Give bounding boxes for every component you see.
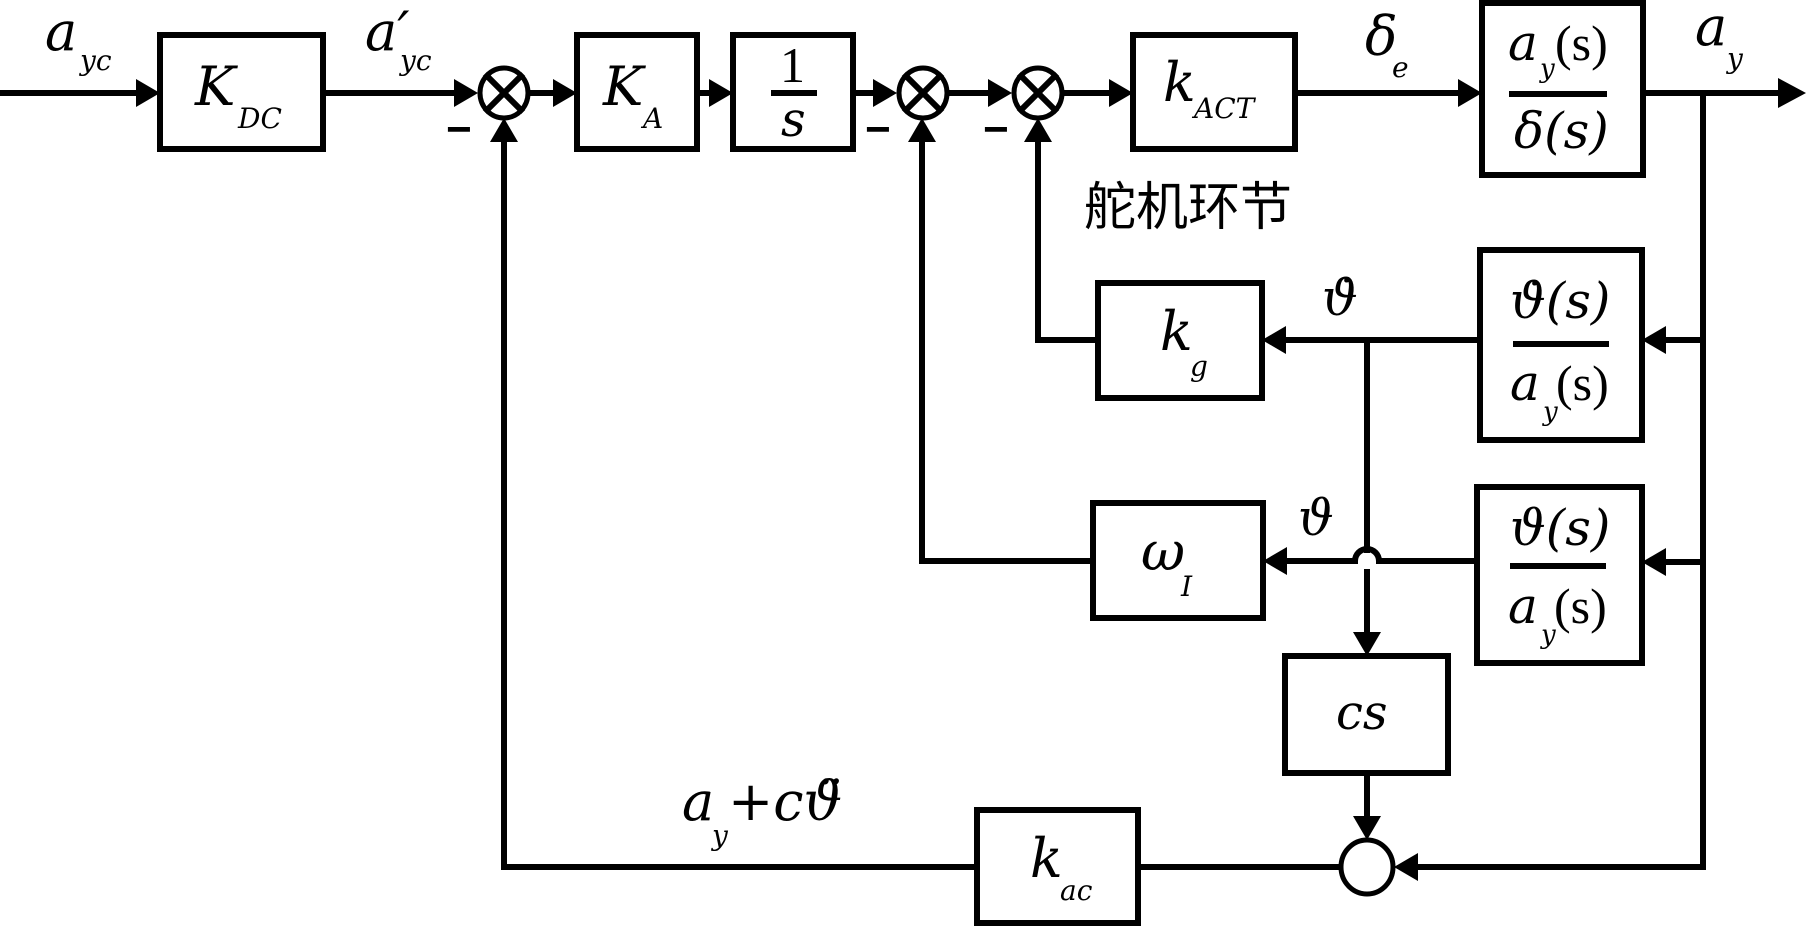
fb-accel-main: a xyxy=(682,770,714,833)
block-integrator: 1 s xyxy=(730,32,856,152)
forward-arrowheads xyxy=(136,78,1806,108)
kac-sub: ac xyxy=(1060,874,1093,907)
arrowhead xyxy=(1458,79,1482,107)
minus-sign-sum3: − xyxy=(983,105,1009,154)
plant-den: δ(s) xyxy=(1514,102,1609,160)
omega-main: ω xyxy=(1141,520,1185,583)
block-plant: a y (s) δ(s) xyxy=(1479,0,1646,178)
arrowhead xyxy=(553,79,577,107)
summing-junction-2 xyxy=(896,65,950,121)
summing-junction-3 xyxy=(1011,65,1065,121)
wire-omega-sum2 xyxy=(919,137,1096,564)
feedback-wires xyxy=(501,90,1706,870)
block-rate-tf: ϑ̇(s) a y (s) xyxy=(1477,247,1645,443)
kdc-main: K xyxy=(194,55,238,118)
block-kact: k ACT xyxy=(1130,32,1298,152)
omega-sub: I xyxy=(1180,570,1193,603)
angletf-den-sub: y xyxy=(1540,620,1556,650)
input-sub: yc xyxy=(78,44,112,77)
minus-sign-sum1: − xyxy=(446,105,472,154)
wire-kac-sum1 xyxy=(501,137,980,870)
summing-junction-1 xyxy=(477,65,531,121)
wire-crossover-hop xyxy=(1351,546,1383,565)
arrowhead xyxy=(1353,816,1381,840)
ratetf-num: ϑ̇(s) xyxy=(1510,272,1610,330)
block-ka: K A xyxy=(574,32,700,152)
arrowhead xyxy=(136,79,160,107)
kac-main: k xyxy=(1030,827,1063,890)
block-cs: cs xyxy=(1282,653,1451,776)
block-kg: k g xyxy=(1095,280,1265,401)
ka-main: K xyxy=(602,55,646,118)
actuator-loop-caption: 舵机环节 xyxy=(1084,178,1292,238)
kg-main: k xyxy=(1160,300,1193,363)
arrowhead xyxy=(709,79,733,107)
feedback-arrowheads xyxy=(490,118,1666,881)
signal-label-feedback-accel: a y +cϑ̈ xyxy=(682,770,842,852)
arrowhead xyxy=(1263,547,1287,575)
angletf-den-rest: (s) xyxy=(1554,578,1607,634)
output-sub: y xyxy=(1725,42,1744,75)
block-omega: ω I xyxy=(1090,500,1266,621)
arrowhead xyxy=(1353,632,1381,656)
signal-label-input: a yc xyxy=(45,0,112,77)
kg-sub: g xyxy=(1190,350,1208,383)
cs-label: cs xyxy=(1336,685,1388,741)
wire-kg-sum3 xyxy=(1035,137,1101,343)
ka-sub: A xyxy=(640,102,663,135)
arrowhead xyxy=(490,118,518,142)
plant-num-sub: y xyxy=(1539,54,1555,84)
kact-sub: ACT xyxy=(1191,92,1257,125)
signal-label-delta-e: δ e xyxy=(1365,5,1409,84)
kdc-sub: DC xyxy=(237,102,282,135)
ratetf-den-main: a xyxy=(1510,354,1540,412)
angletf-den-main: a xyxy=(1508,577,1538,635)
block-angle-tf: ϑ(s) a y (s) xyxy=(1474,484,1645,666)
delta-sub: e xyxy=(1392,51,1409,84)
fb-accel-rest: +cϑ̈ xyxy=(728,770,842,833)
delta-main: δ xyxy=(1365,5,1398,68)
output-arrowhead xyxy=(1778,78,1806,108)
plant-num-rest: (s) xyxy=(1555,15,1608,71)
angletf-num: ϑ(s) xyxy=(1510,499,1610,557)
arrowhead xyxy=(1024,118,1052,142)
signal-label-after-kdc: a′ yc xyxy=(365,0,432,77)
arrowhead xyxy=(1642,548,1666,576)
kact-main: k xyxy=(1163,51,1196,114)
minus-sign-sum2: − xyxy=(865,105,891,154)
signal-label-theta: ϑ xyxy=(1298,489,1334,547)
arrowhead xyxy=(454,79,478,107)
signal-label-theta-dot: ϑ̇ xyxy=(1322,269,1358,327)
arrowhead xyxy=(908,118,936,142)
integrator-denominator: s xyxy=(781,92,806,148)
summing-junction-bottom xyxy=(1338,837,1396,897)
plant-num-main: a xyxy=(1508,14,1538,72)
signal-label-output: a y xyxy=(1695,0,1744,75)
ratetf-den-rest: (s) xyxy=(1556,355,1609,411)
input-main: a xyxy=(45,0,77,63)
block-kac: k ac xyxy=(974,807,1141,926)
arrowhead xyxy=(1394,853,1418,881)
arrowhead xyxy=(1262,326,1286,354)
after-kdc-main: a′ xyxy=(365,0,409,63)
ratetf-den-sub: y xyxy=(1542,397,1558,427)
after-kdc-sub: yc xyxy=(398,44,432,77)
integrator-numerator: 1 xyxy=(780,37,805,93)
fb-accel-sub: y xyxy=(710,819,729,852)
arrowhead xyxy=(1109,79,1133,107)
block-kdc: K DC xyxy=(157,32,326,152)
arrowhead xyxy=(1642,326,1666,354)
output-main: a xyxy=(1695,0,1727,58)
arrowhead xyxy=(988,79,1012,107)
arrowhead xyxy=(873,79,897,107)
